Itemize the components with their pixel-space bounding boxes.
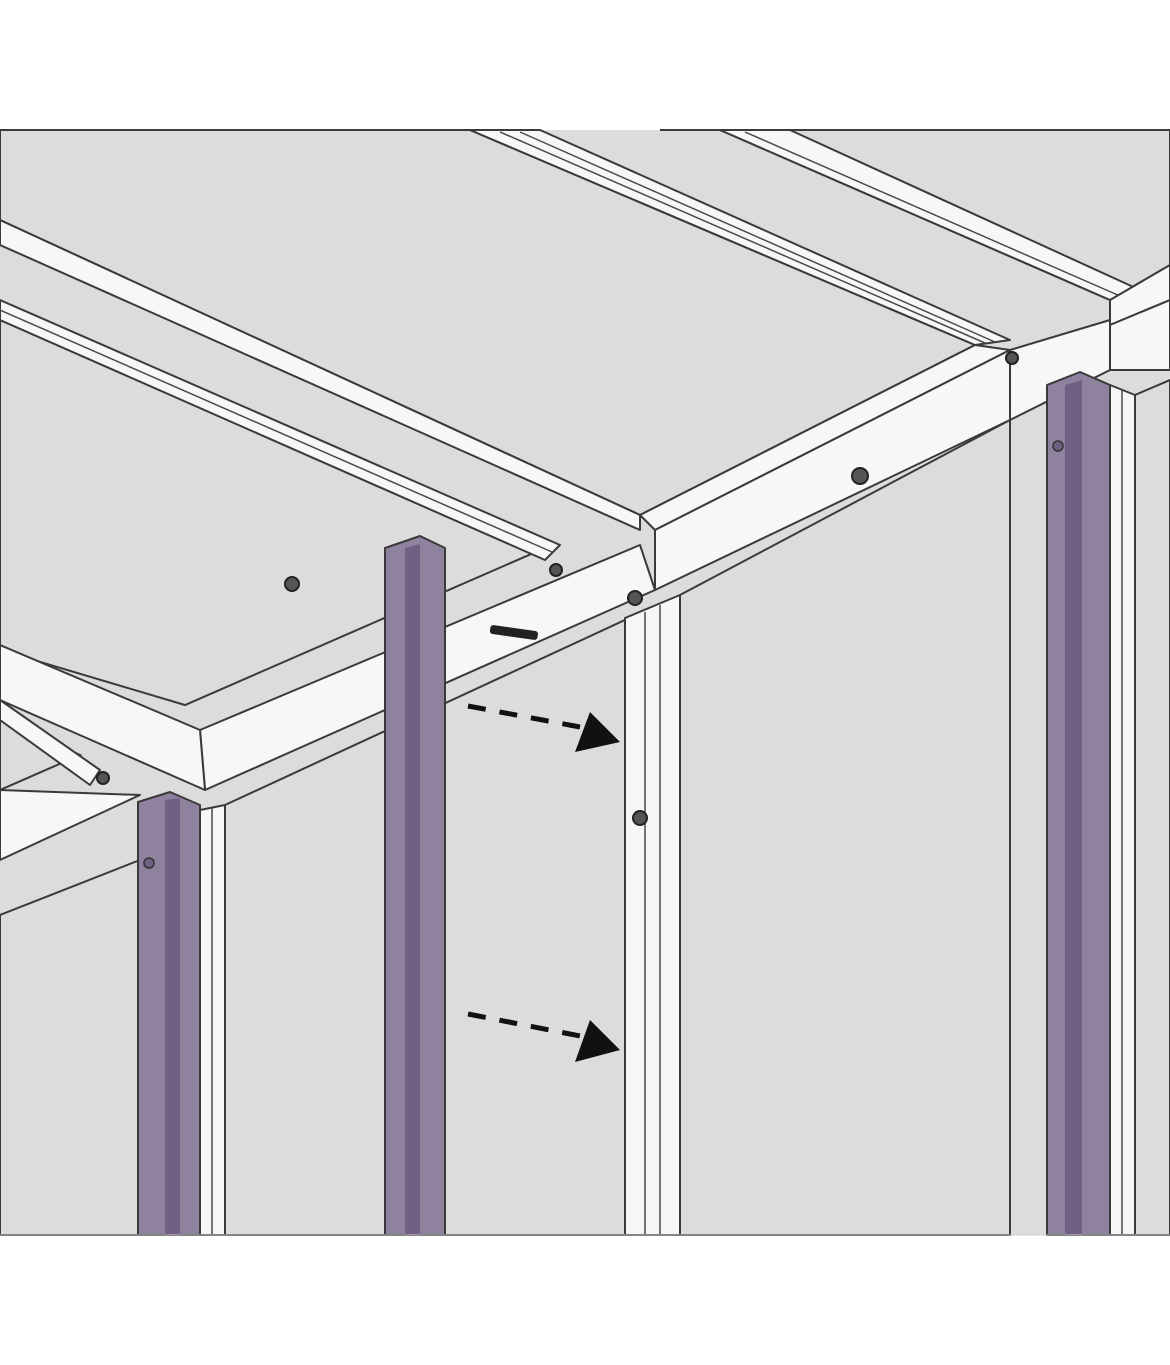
rail-top-middle bbox=[469, 129, 1011, 346]
beam-left-face bbox=[0, 789, 141, 861]
slot-icon bbox=[489, 625, 538, 640]
wall-left bbox=[0, 858, 141, 1236]
rail-left-middle bbox=[0, 219, 641, 531]
corner-post-right bbox=[1046, 371, 1111, 1236]
wall-channels bbox=[199, 384, 1136, 1236]
screw-icon bbox=[1005, 351, 1019, 365]
screw-icon bbox=[549, 563, 563, 577]
beam-front-face bbox=[0, 644, 206, 791]
channel-center bbox=[624, 594, 681, 1236]
arrow-lower-icon bbox=[467, 1011, 620, 1062]
rail-left-lower bbox=[0, 699, 101, 786]
corner-post-center bbox=[384, 535, 446, 1236]
rail-left-front bbox=[0, 299, 561, 561]
arrow-upper-icon bbox=[467, 703, 620, 752]
screw-icon bbox=[284, 576, 300, 592]
screw-icon bbox=[632, 810, 648, 826]
wall-far-right bbox=[1134, 378, 1170, 1236]
screws bbox=[96, 351, 1019, 826]
beam-far-right-top bbox=[1109, 264, 1170, 326]
screw-icon bbox=[851, 467, 869, 485]
roof-rails bbox=[0, 129, 1141, 786]
beam-far-right-face-2 bbox=[1109, 299, 1170, 371]
screw-icon bbox=[627, 590, 643, 606]
corner-post-left bbox=[137, 791, 201, 1236]
movement-arrows bbox=[467, 703, 620, 1062]
corner-posts bbox=[137, 371, 1111, 1236]
screw-icon bbox=[96, 771, 110, 785]
walls bbox=[0, 378, 1170, 1236]
